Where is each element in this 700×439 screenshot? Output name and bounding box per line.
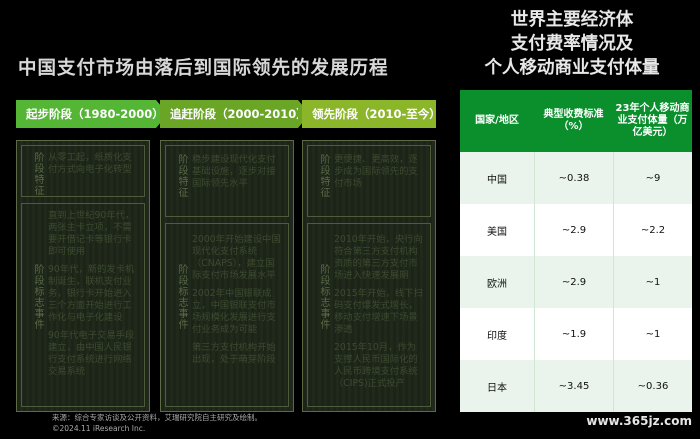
phase-lead: 领先阶段（2010-至今） (302, 100, 441, 128)
event-item: 2000年开始建设中国现代化支付系统（CNAPS），建立国际支付市场发展水平 (192, 234, 281, 281)
right-title: 世界主要经济体 支付费率情况及 个人移动商业支付体量 (452, 8, 692, 80)
cell-fee: ~2.9 (534, 204, 613, 256)
feature-box: 阶段特征 从零工起，纸质化支付方式向电子化转型 (21, 145, 145, 197)
cell-region: 美国 (487, 226, 507, 238)
events-text: 直到上世纪90年代，两张主卡立项，不需要开借记卡等银行卡即可使用 90年代，新的… (48, 210, 138, 384)
events-label: 阶段标志事件 (318, 264, 329, 330)
events-box: 阶段标志事件 2010年开始，央行向符合第三方支付机构资质的第三方支付市场进入快… (307, 223, 431, 407)
copyright: ©2024.11 iResearch Inc. (52, 424, 146, 433)
left-title: 中国支付市场由落后到国际领先的发展历程 (18, 58, 389, 79)
events-box: 阶段标志事件 直到上世纪90年代，两张主卡立项，不需要开借记卡等银行卡即可使用 … (21, 203, 145, 407)
events-text: 2000年开始建设中国现代化支付系统（CNAPS），建立国际支付市场发展水平 2… (192, 234, 282, 372)
feature-text: 更便捷、更高效，逐步成为国际领先的支付市场 (334, 154, 418, 189)
event-item: 2015年10月，作为支撑人民币国际化的人民币跨境支付系统（CIPS)正式投产 (334, 342, 418, 389)
table-row: 印度 ~1.9 ~1 (460, 308, 692, 360)
stage-column-2: 阶段特征 稳步建设现代化支付基础设施，逐步对接国际领先水平 阶段标志事件 200… (160, 140, 294, 412)
table-header: 国家/地区 典型收费标准（%） 23年个人移动商业支付体量（万亿美元） (460, 90, 692, 152)
event-item: 直到上世纪90年代，两张主卡立项，不需要开借记卡等银行卡即可使用 (48, 210, 135, 257)
phase-start-label: 起步阶段（1980-2000） (26, 107, 164, 121)
table-row: 欧洲 ~2.9 ~1 (460, 256, 692, 308)
events-label: 阶段标志事件 (176, 264, 187, 330)
right-title-line-1: 世界主要经济体 (510, 10, 634, 30)
phase-catchup: 追赶阶段（2000-2010） (160, 100, 310, 128)
cell-region: 印度 (487, 330, 507, 342)
event-item: 2015年开始，线下扫码支付爆发式增长，移动支付增速下场景渗透 (334, 288, 423, 335)
cell-region: 欧洲 (487, 278, 507, 290)
header-volume: 23年个人移动商业支付体量（万亿美元） (615, 103, 690, 138)
table-row: 美国 ~2.9 ~2.2 (460, 204, 692, 256)
right-title-line-3: 个人移动商业支付体量 (484, 58, 660, 78)
header-region: 国家/地区 (475, 115, 519, 126)
table-row: 中国 ~0.38 ~9 (460, 152, 692, 204)
watermark: www.365jz.com (586, 414, 692, 428)
feature-label: 阶段特征 (318, 154, 329, 198)
cell-fee: ~2.9 (534, 256, 613, 308)
feature-text: 稳步建设现代化支付基础设施，逐步对接国际领先水平 (192, 154, 276, 189)
phase-catchup-label: 追赶阶段（2000-2010） (170, 107, 308, 121)
feature-label: 阶段特征 (176, 154, 187, 198)
events-label: 阶段标志事件 (32, 264, 43, 330)
cell-fee: ~0.38 (534, 152, 613, 204)
event-item: 2002年中国银联成立，中国银联支付市场规模化发展进行支付业务成为可能 (192, 288, 276, 335)
stage-column-3: 阶段特征 更便捷、更高效，逐步成为国际领先的支付市场 阶段标志事件 2010年开… (302, 140, 436, 412)
phase-lead-label: 领先阶段（2010-至今） (312, 107, 441, 121)
cell-fee: ~1.9 (534, 308, 613, 360)
stage-column-1: 阶段特征 从零工起，纸质化支付方式向电子化转型 阶段标志事件 直到上世纪90年代… (16, 140, 150, 412)
cell-region: 日本 (487, 382, 507, 394)
cell-volume: ~0.36 (613, 360, 692, 412)
feature-text: 从零工起，纸质化支付方式向电子化转型 (48, 152, 132, 175)
events-text: 2010年开始，央行向符合第三方支付机构资质的第三方支付市场进入快速发展期 20… (334, 234, 424, 396)
cell-fee: ~3.45 (534, 360, 613, 412)
fee-table: 国家/地区 典型收费标准（%） 23年个人移动商业支付体量（万亿美元） 中国 ~… (460, 90, 692, 412)
source-note: 来源：综合专家访谈及公开资料，艾瑞研究院自主研究及绘制。 (52, 413, 262, 422)
table-row: 日本 ~3.45 ~0.36 (460, 360, 692, 412)
feature-box: 阶段特征 稳步建设现代化支付基础设施，逐步对接国际领先水平 (165, 145, 289, 217)
cell-volume: ~1 (613, 308, 692, 360)
cell-volume: ~2.2 (613, 204, 692, 256)
feature-box: 阶段特征 更便捷、更高效，逐步成为国际领先的支付市场 (307, 145, 431, 217)
events-box: 阶段标志事件 2000年开始建设中国现代化支付系统（CNAPS），建立国际支付市… (165, 223, 289, 407)
phase-start: 起步阶段（1980-2000） (16, 100, 168, 128)
cell-volume: ~1 (613, 256, 692, 308)
event-item: 2010年开始，央行向符合第三方支付机构资质的第三方支付市场进入快速发展期 (334, 234, 423, 281)
event-item: 第三方支付机构开始出现，处于萌芽阶段 (192, 342, 276, 365)
header-fee: 典型收费标准（%） (543, 109, 604, 132)
right-title-line-2: 支付费率情况及 (510, 34, 634, 54)
event-item: 90年代，新的发卡机制诞生，联机支付业务，银行卡开始进入三个方面开始进行工作化与… (48, 264, 135, 323)
event-item: 90年代电子交易手段建立，由中国人民银行支付系统进行网络交易系统 (48, 330, 135, 377)
cell-volume: ~9 (613, 152, 692, 204)
feature-label: 阶段特征 (32, 152, 43, 196)
phase-timeline: 起步阶段（1980-2000） 追赶阶段（2000-2010） 领先阶段（201… (16, 100, 441, 128)
cell-region: 中国 (487, 174, 507, 186)
